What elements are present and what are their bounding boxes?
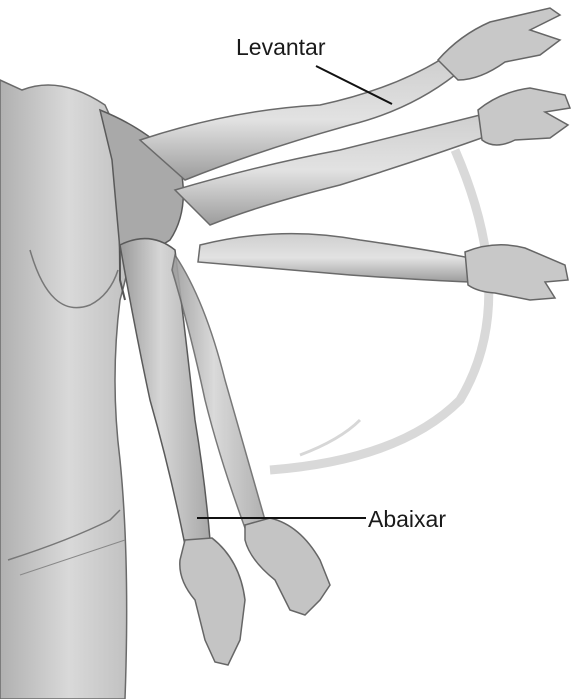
lower-label: Abaixar [368,508,446,531]
forward-arm [198,234,470,282]
raised-arm-hand [438,8,560,80]
raise-label: Levantar [236,36,326,59]
horizontal-arm-hand [478,88,570,145]
hanging-arm [120,239,210,545]
hanging-arm-hand [180,538,245,665]
motion-arc [270,150,489,470]
lowered-forward-arm-hand [245,518,330,615]
motion-arc-shadow [300,420,360,455]
forward-arm-hand [465,245,568,300]
